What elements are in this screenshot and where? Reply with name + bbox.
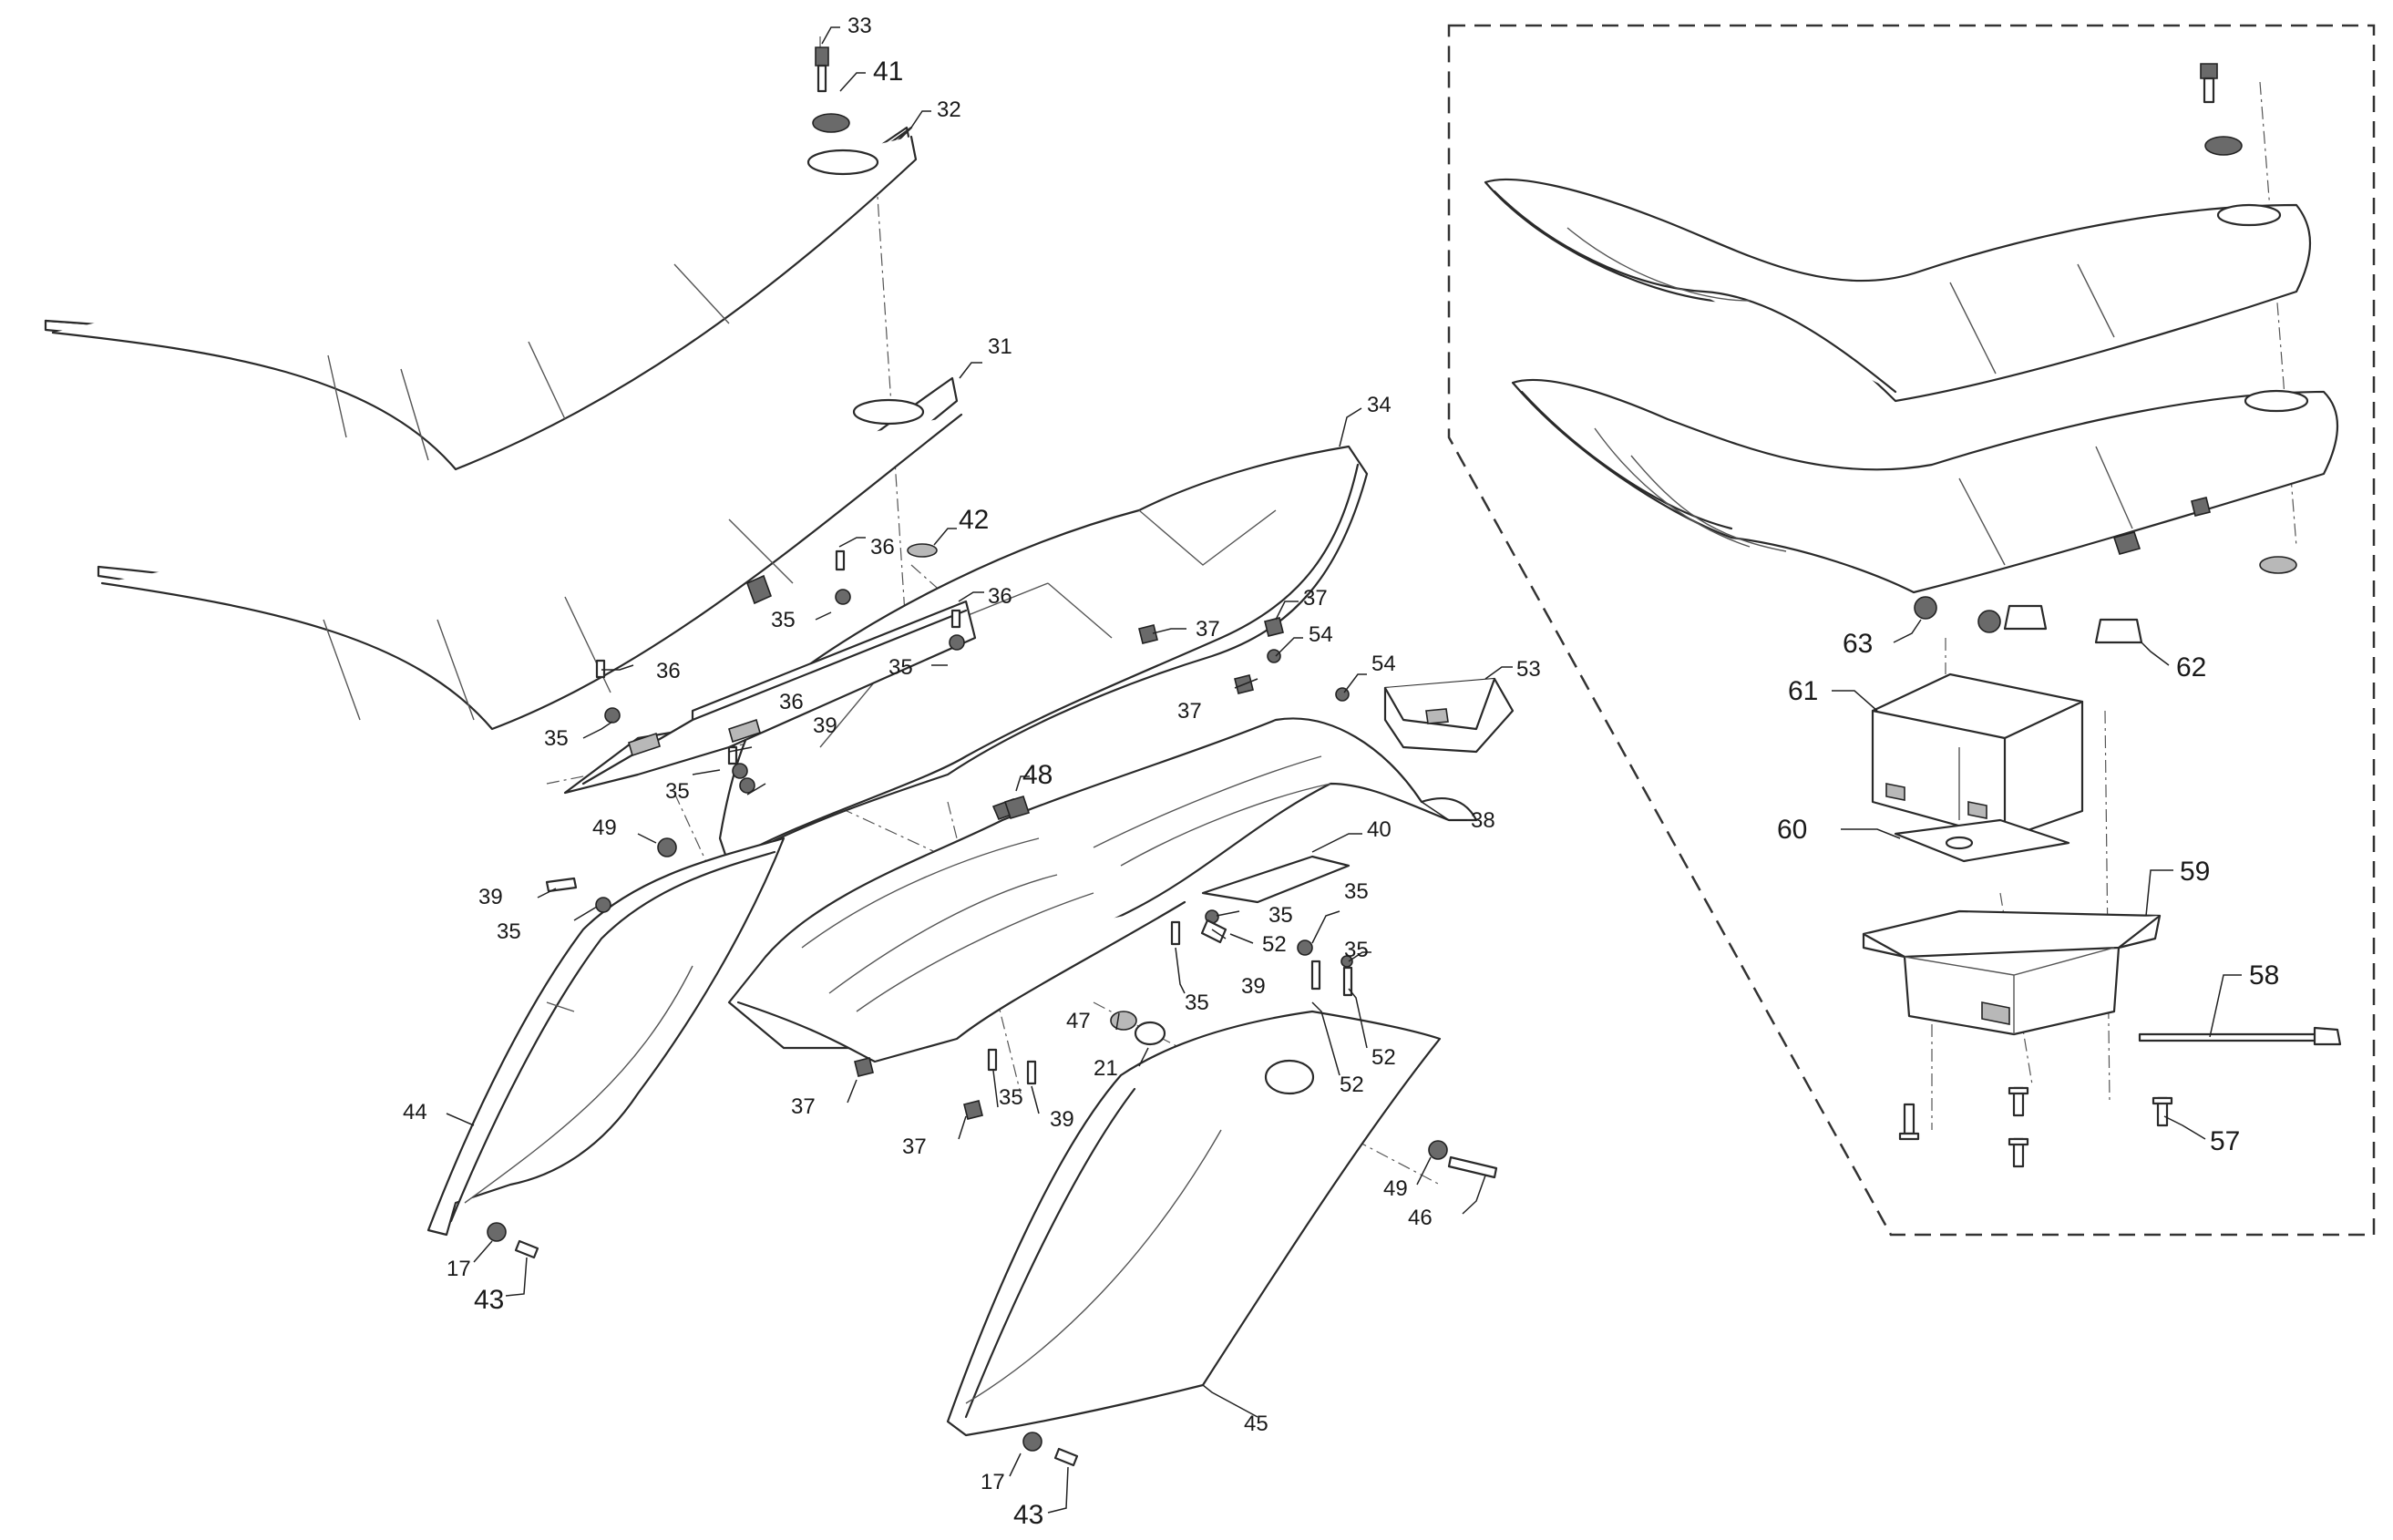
reflector-53 bbox=[1383, 677, 1515, 754]
callout-52-b: 52 bbox=[1371, 1045, 1396, 1070]
callout-35-a: 35 bbox=[771, 608, 796, 632]
callout-37-e: 37 bbox=[902, 1134, 927, 1159]
callout-40: 40 bbox=[1367, 817, 1392, 842]
plate-40 bbox=[1201, 855, 1351, 904]
callout-37-d: 37 bbox=[791, 1094, 816, 1119]
callout-44: 44 bbox=[403, 1100, 427, 1124]
detail-seats bbox=[1484, 178, 2338, 594]
callout-42: 42 bbox=[959, 505, 989, 535]
detail-battery-box bbox=[1862, 63, 2342, 1168]
callout-43-a: 43 bbox=[474, 1285, 504, 1315]
callout-35-j: 35 bbox=[999, 1085, 1023, 1110]
callout-47: 47 bbox=[1066, 1009, 1091, 1033]
callout-35-f: 35 bbox=[1268, 903, 1293, 928]
callout-49-a: 49 bbox=[592, 816, 617, 840]
callout-labels: 33 41 32 31 34 42 36 35 36 35 36 35 36 3… bbox=[403, 14, 2279, 1530]
callout-36-c: 36 bbox=[656, 659, 681, 683]
callout-35-h: 35 bbox=[1344, 938, 1369, 962]
callout-35-b: 35 bbox=[888, 655, 913, 680]
callout-54-a: 54 bbox=[1309, 622, 1333, 647]
seat-upper bbox=[44, 126, 918, 471]
callout-52-c: 52 bbox=[1340, 1073, 1364, 1097]
callout-33: 33 bbox=[847, 14, 872, 38]
callout-58: 58 bbox=[2249, 960, 2279, 991]
callout-39-c: 39 bbox=[1241, 974, 1266, 999]
callout-57: 57 bbox=[2210, 1126, 2240, 1156]
callout-35-d: 35 bbox=[665, 779, 690, 804]
detail-frame bbox=[1447, 24, 2376, 1237]
callout-63: 63 bbox=[1843, 629, 1873, 659]
callout-36-b: 36 bbox=[988, 584, 1012, 609]
callout-53: 53 bbox=[1516, 657, 1541, 682]
side-panel-right bbox=[946, 1010, 1442, 1437]
callout-62: 62 bbox=[2176, 652, 2206, 683]
tail-cover bbox=[718, 445, 1369, 868]
callout-31: 31 bbox=[988, 334, 1012, 359]
callout-43-b: 43 bbox=[1013, 1500, 1043, 1530]
callout-37-a: 37 bbox=[1303, 586, 1328, 611]
callout-61: 61 bbox=[1788, 676, 1818, 706]
callout-38: 38 bbox=[1471, 808, 1495, 833]
side-panel-left bbox=[426, 837, 786, 1237]
callout-35-g: 35 bbox=[1344, 879, 1369, 904]
callout-17-a: 17 bbox=[447, 1257, 471, 1281]
inner-bracket bbox=[563, 600, 977, 795]
callout-35-e: 35 bbox=[497, 919, 521, 944]
callout-36-a: 36 bbox=[870, 535, 895, 560]
callout-37-c: 37 bbox=[1177, 699, 1202, 724]
callout-39-b: 39 bbox=[478, 885, 503, 909]
callout-46: 46 bbox=[1408, 1206, 1433, 1230]
callout-52-a: 52 bbox=[1262, 932, 1287, 957]
callout-59: 59 bbox=[2180, 857, 2210, 887]
callout-37-b: 37 bbox=[1196, 617, 1220, 642]
callout-41: 41 bbox=[873, 56, 903, 87]
leader-lines bbox=[446, 26, 2242, 1514]
callout-60: 60 bbox=[1777, 815, 1807, 845]
callout-49-b: 49 bbox=[1383, 1176, 1408, 1201]
callout-35-i: 35 bbox=[1185, 991, 1209, 1015]
callout-32: 32 bbox=[937, 98, 961, 122]
callout-39-a: 39 bbox=[813, 714, 837, 738]
seat-lower bbox=[97, 376, 963, 731]
callout-45: 45 bbox=[1244, 1412, 1268, 1436]
callout-35-c: 35 bbox=[544, 726, 569, 751]
callout-17-b: 17 bbox=[981, 1470, 1005, 1494]
callout-21: 21 bbox=[1094, 1056, 1118, 1081]
callout-54-b: 54 bbox=[1371, 652, 1396, 676]
callout-34: 34 bbox=[1367, 393, 1392, 417]
callout-48: 48 bbox=[1022, 760, 1053, 790]
callout-39-d: 39 bbox=[1050, 1107, 1074, 1132]
callout-36-d: 36 bbox=[779, 690, 804, 714]
